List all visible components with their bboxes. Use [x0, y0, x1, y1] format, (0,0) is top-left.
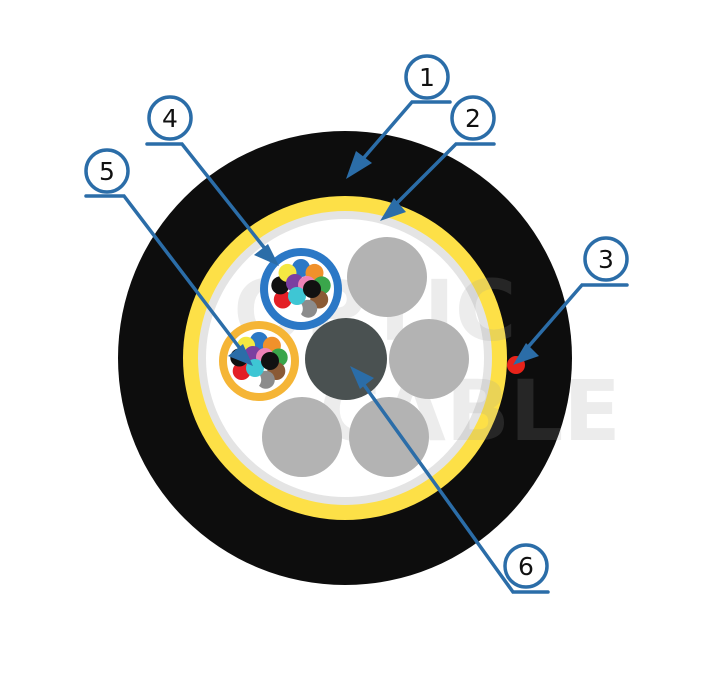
optical-fiber — [273, 290, 292, 309]
filler-rod — [347, 237, 427, 317]
leader-line-5 — [84, 194, 247, 357]
optical-fiber — [288, 287, 306, 305]
optical-fiber — [256, 370, 275, 389]
leader-line-6 — [357, 376, 550, 594]
callout-label-5: 5 — [99, 157, 115, 186]
central-strength-member — [305, 318, 387, 400]
leader-line-3 — [520, 283, 629, 356]
filler-rod — [349, 397, 429, 477]
callout-circle-3 — [583, 236, 629, 282]
arrowhead-5 — [228, 344, 253, 366]
leader-line-1 — [353, 100, 452, 170]
optical-fiber — [292, 259, 310, 277]
filler-rod — [262, 397, 342, 477]
optical-fiber — [303, 280, 321, 298]
callout-circle-2 — [450, 95, 496, 141]
optical-fiber — [261, 352, 279, 370]
arrowhead-6 — [350, 366, 374, 389]
callout-circle-6 — [503, 543, 549, 589]
leader-line-2 — [388, 142, 496, 212]
callout-circle-4 — [147, 95, 193, 141]
loose-tube-orange — [219, 321, 299, 401]
callout-label-6: 6 — [518, 552, 534, 581]
arrowhead-1 — [346, 151, 372, 179]
arrowhead-2 — [380, 198, 406, 221]
callout-label-4: 4 — [162, 104, 178, 133]
callout-label-1: 1 — [419, 63, 435, 92]
filler-rod — [389, 319, 469, 399]
leader-line-4 — [145, 142, 272, 257]
callout-label-3: 3 — [598, 245, 614, 274]
arrowhead-4 — [254, 244, 279, 266]
callout-circle-1 — [404, 54, 450, 100]
callout-label-2: 2 — [465, 104, 481, 133]
callout-circle-5 — [84, 148, 130, 194]
optical-fiber — [299, 299, 318, 318]
loose-tube-blue — [260, 248, 342, 330]
arrowhead-3 — [513, 343, 539, 365]
